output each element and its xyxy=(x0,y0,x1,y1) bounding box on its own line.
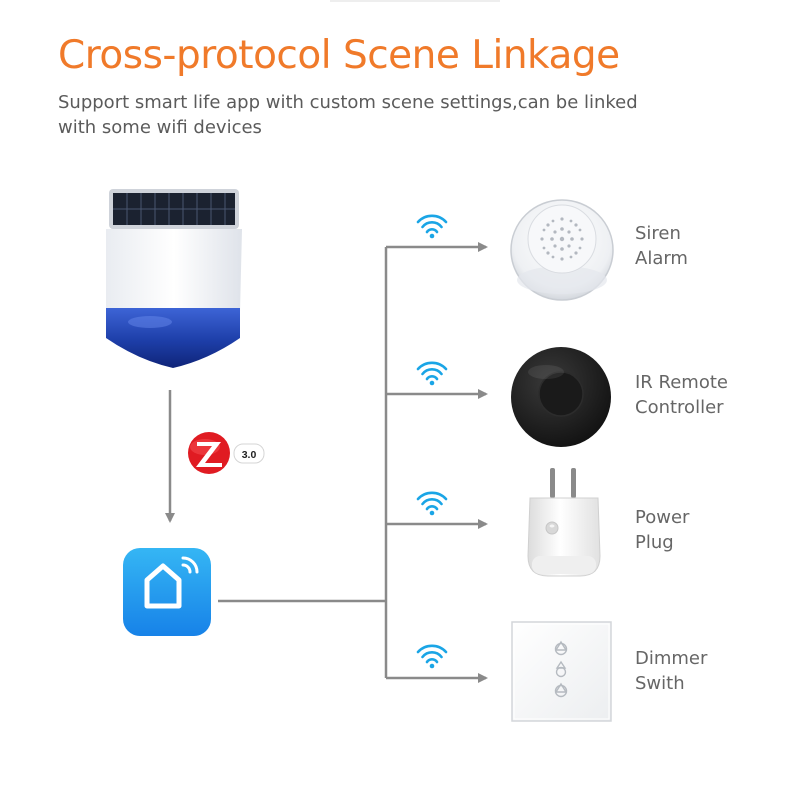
wifi-icon xyxy=(416,214,448,234)
wifi-icon xyxy=(416,491,448,511)
label-line: Swith xyxy=(635,673,685,694)
zigbee-logo-icon xyxy=(188,432,265,474)
wifi-dot xyxy=(429,380,435,386)
wifi-dot xyxy=(429,510,435,516)
wifi-dot xyxy=(429,663,435,669)
label-line: IR Remote xyxy=(635,372,728,393)
dimmer-switch-device xyxy=(511,621,612,722)
page-subtitle: Support smart life app with custom scene… xyxy=(58,92,638,138)
label-line: Plug xyxy=(635,532,674,553)
wifi-dot xyxy=(429,233,435,239)
label-line: Dimmer xyxy=(635,648,708,669)
connector-lines xyxy=(218,247,388,678)
top-divider xyxy=(330,0,500,2)
label-line: Power xyxy=(635,507,690,528)
smart-life-app-icon xyxy=(123,548,211,636)
wifi-icon xyxy=(416,644,448,664)
page-title: Cross-protocol Scene Linkage xyxy=(58,33,620,78)
power-plug-device xyxy=(527,468,601,577)
solar-siren-device xyxy=(106,189,242,368)
siren-alarm-device xyxy=(510,199,614,301)
label-siren-alarm: Siren Alarm xyxy=(635,221,688,271)
label-line: Controller xyxy=(635,397,724,418)
label-power-plug: Power Plug xyxy=(635,505,689,555)
wifi-icon xyxy=(416,361,448,381)
label-line: Alarm xyxy=(635,248,688,269)
label-dimmer-switch: Dimmer Swith xyxy=(635,646,707,696)
zigbee-version: 3.0 xyxy=(242,449,257,461)
ir-remote-controller-device xyxy=(511,347,611,447)
label-ir-remote-controller: IR Remote Controller xyxy=(635,370,728,420)
label-line: Siren xyxy=(635,223,681,244)
